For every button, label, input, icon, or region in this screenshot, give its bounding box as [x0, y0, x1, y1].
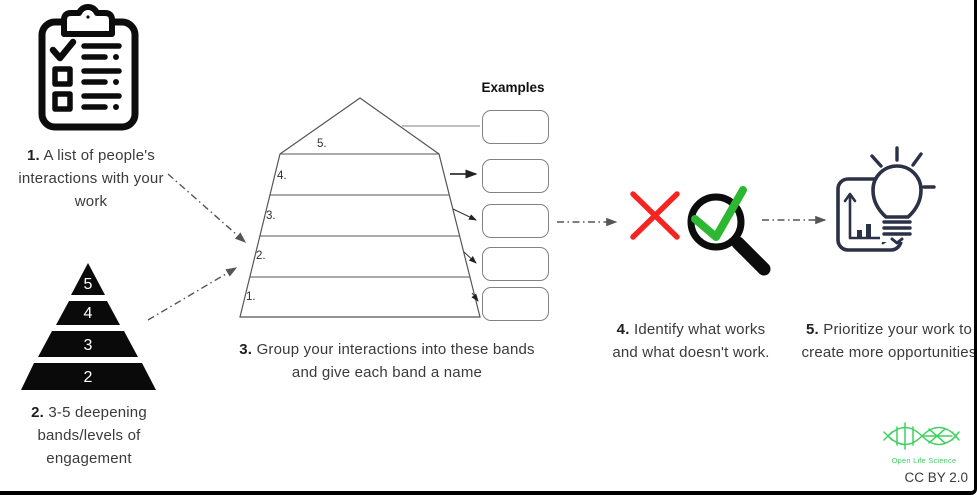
magnifier-with-checkmark-icon: [687, 186, 771, 276]
step-3-number: 3.: [239, 341, 253, 358]
band-label-1: 1.: [246, 291, 256, 303]
mini-pyramid-level-3: 3: [83, 337, 93, 354]
band-label-4: 4.: [277, 170, 287, 182]
step-2-number: 2.: [31, 404, 44, 421]
example-box-3: [482, 204, 549, 238]
step-2-caption: 2. 3-5 deepening bands/levels of engagem…: [3, 401, 175, 470]
mini-pyramid-level-2: 2: [83, 369, 93, 386]
example-box-2: [482, 159, 549, 193]
open-life-science-logo-icon: [883, 422, 960, 450]
band-label-2: 2.: [256, 250, 266, 262]
example-box-4: [482, 247, 549, 281]
step-3-caption: 3. Group your interactions into these ba…: [232, 338, 542, 384]
flow-arrows: [147, 173, 827, 321]
clipboard-checklist-icon: [38, 4, 139, 131]
step-5-number: 5.: [805, 321, 819, 338]
examples-heading: Examples: [481, 80, 545, 95]
lightbulb-chart-icon: [836, 146, 936, 252]
step-4-text: Identify what works and what doesn't wor…: [612, 321, 770, 361]
step-4-caption: 4. Identify what works and what doesn't …: [612, 318, 770, 364]
mini-pyramid-level-5: 5: [83, 276, 93, 293]
band-label-5: 5.: [317, 138, 327, 150]
banded-pyramid-diagram: [239, 97, 481, 318]
red-x-icon: [630, 191, 680, 240]
open-life-science-logo: Open Life Science: [884, 416, 964, 465]
step-5-text: Prioritize your work to create more oppo…: [801, 321, 977, 361]
step-1-number: 1.: [27, 147, 40, 164]
mini-pyramid-level-4: 4: [83, 305, 93, 322]
example-box-1: [482, 110, 549, 144]
band-label-3: 3.: [266, 210, 276, 222]
step-4-number: 4.: [616, 321, 630, 338]
step-5-caption: 5. Prioritize your work to create more o…: [798, 318, 977, 364]
engagement-pyramid-icon: [21, 263, 156, 390]
example-box-5: [482, 287, 549, 321]
license-text: CC BY 2.0: [904, 470, 968, 485]
band-to-example-connectors: [402, 125, 480, 302]
step-1-caption: 1. A list of people's interactions with …: [2, 144, 180, 213]
logo-caption: Open Life Science: [891, 456, 957, 465]
step-3-text: Group your interactions into these bands…: [256, 341, 535, 381]
arrow-step2-to-pyramid: [147, 267, 238, 321]
arrow-step1-to-pyramid: [167, 173, 247, 243]
step-2-text: 3-5 deepening bands/levels of engagement: [37, 404, 147, 467]
step-1-text: A list of people's interactions with you…: [18, 147, 164, 210]
